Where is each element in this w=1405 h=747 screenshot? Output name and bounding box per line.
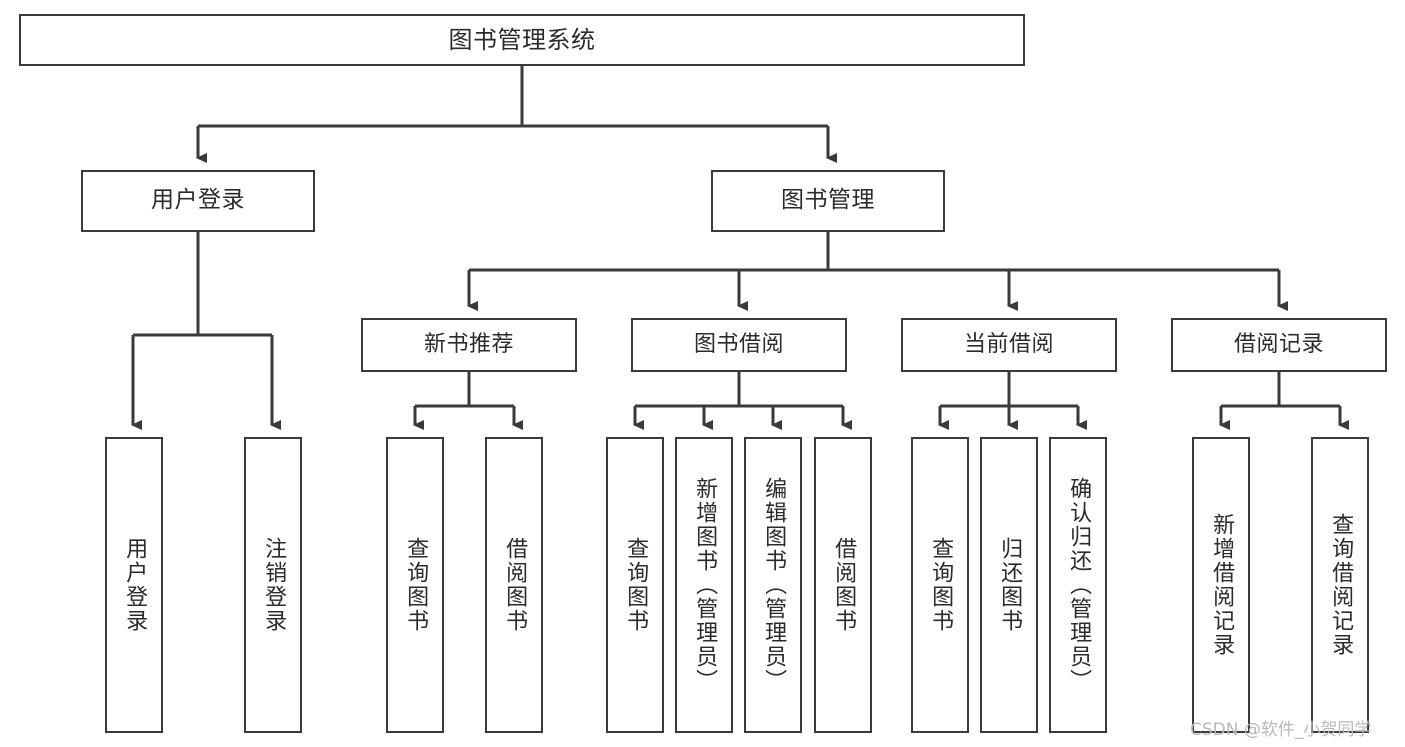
leaf-bb-add-book-admin[interactable]: 新增图书（管理员） — [675, 437, 733, 733]
node-book-borrowing[interactable]: 图书借阅 — [631, 318, 847, 372]
csdn-watermark: CSDN @软件_小贺同学 — [1190, 720, 1372, 740]
node-label: 确认归还（管理员） — [1066, 477, 1092, 693]
leaf-user-login[interactable]: 用户登录 — [105, 437, 163, 733]
node-label: 归还图书 — [997, 537, 1023, 633]
node-label: 借阅图书 — [831, 537, 857, 633]
node-book-management[interactable]: 图书管理 — [711, 170, 945, 232]
node-label: 图书管理系统 — [448, 25, 596, 54]
leaf-br-add-record[interactable]: 新增借阅记录 — [1192, 437, 1250, 733]
node-label: 查询图书 — [928, 537, 954, 633]
leaf-logout[interactable]: 注销登录 — [244, 437, 302, 733]
node-user-login[interactable]: 用户登录 — [81, 170, 315, 232]
node-current-borrowing[interactable]: 当前借阅 — [901, 318, 1117, 372]
node-label: 编辑图书（管理员） — [761, 477, 787, 693]
leaf-cb-return-books[interactable]: 归还图书 — [980, 437, 1038, 733]
node-label: 新增图书（管理员） — [692, 477, 718, 693]
node-label: 借阅记录 — [1233, 331, 1324, 357]
node-label: 当前借阅 — [963, 331, 1054, 357]
node-new-book-recommendation[interactable]: 新书推荐 — [361, 318, 577, 372]
node-label: 图书管理 — [781, 187, 875, 214]
node-label: 注销登录 — [261, 537, 287, 633]
node-label: 查询图书 — [403, 537, 429, 633]
node-label: 新书推荐 — [423, 331, 514, 357]
leaf-cb-query-books[interactable]: 查询图书 — [911, 437, 969, 733]
node-label: 图书借阅 — [693, 331, 784, 357]
leaf-nb-borrow-books[interactable]: 借阅图书 — [485, 437, 543, 733]
node-label: 借阅图书 — [502, 537, 528, 633]
leaf-cb-confirm-return-admin[interactable]: 确认归还（管理员） — [1049, 437, 1107, 733]
node-label: 查询图书 — [623, 537, 649, 633]
node-label: 新增借阅记录 — [1209, 513, 1235, 657]
leaf-bb-borrow-books[interactable]: 借阅图书 — [814, 437, 872, 733]
leaf-br-query-record[interactable]: 查询借阅记录 — [1311, 437, 1369, 733]
node-root-book-management-system[interactable]: 图书管理系统 — [19, 14, 1025, 66]
leaf-bb-edit-book-admin[interactable]: 编辑图书（管理员） — [744, 437, 802, 733]
node-label: 用户登录 — [151, 187, 245, 214]
leaf-nb-query-books[interactable]: 查询图书 — [386, 437, 444, 733]
node-label: 用户登录 — [122, 537, 148, 633]
node-borrowing-records[interactable]: 借阅记录 — [1171, 318, 1387, 372]
node-label: 查询借阅记录 — [1328, 513, 1354, 657]
leaf-bb-query-books[interactable]: 查询图书 — [606, 437, 664, 733]
